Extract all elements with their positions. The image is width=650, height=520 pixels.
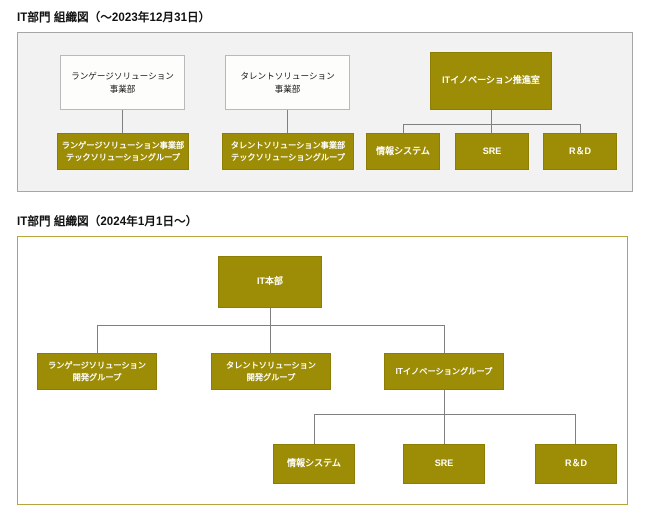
connector-to-sre-old bbox=[491, 124, 492, 134]
node-it-innovation-group[interactable]: ITイノベーショングループ bbox=[384, 353, 504, 390]
connector-innovation-group-drop bbox=[444, 390, 445, 414]
connector-to-info-system-new bbox=[314, 414, 315, 444]
node-language-solution-division[interactable]: ランゲージソリューション 事業部 bbox=[60, 55, 185, 110]
node-info-system-new[interactable]: 情報システム bbox=[273, 444, 355, 484]
node-talent-solution-division[interactable]: タレントソリューション 事業部 bbox=[225, 55, 350, 110]
node-it-innovation-office[interactable]: ITイノベーション推進室 bbox=[430, 52, 552, 110]
connector-to-rd-old bbox=[580, 124, 581, 134]
connector-innovation-office-bus bbox=[403, 124, 581, 125]
node-rd-new[interactable]: R＆D bbox=[535, 444, 617, 484]
connector-headquarters-drop bbox=[270, 308, 271, 325]
node-talent-dev-group[interactable]: タレントソリューション 開発グループ bbox=[211, 353, 331, 390]
node-talent-tech-solution-group[interactable]: タレントソリューション事業部 テックソリューショングループ bbox=[222, 133, 354, 170]
connector-to-rd-new bbox=[575, 414, 576, 444]
connector-headquarters-bus bbox=[97, 325, 445, 326]
connector-talent-div-to-tech-group bbox=[287, 110, 288, 134]
connector-language-div-to-tech-group bbox=[122, 110, 123, 134]
node-language-dev-group[interactable]: ランゲージソリューション 開発グループ bbox=[37, 353, 157, 390]
connector-to-info-system-old bbox=[403, 124, 404, 134]
page-title-old-org: IT部門 組織図（〜2023年12月31日） bbox=[17, 12, 211, 24]
node-rd-old[interactable]: R＆D bbox=[543, 133, 617, 170]
node-sre-new[interactable]: SRE bbox=[403, 444, 485, 484]
connector-to-language-dev-group bbox=[97, 325, 98, 353]
connector-to-sre-new bbox=[444, 414, 445, 444]
node-language-tech-solution-group[interactable]: ランゲージソリューション事業部 テックソリューショングループ bbox=[57, 133, 189, 170]
connector-to-talent-dev-group bbox=[270, 325, 271, 353]
page-title-new-org: IT部門 組織図（2024年1月1日〜） bbox=[17, 216, 198, 228]
connector-to-it-innovation-group bbox=[444, 325, 445, 353]
connector-innovation-office-drop bbox=[491, 110, 492, 124]
node-sre-old[interactable]: SRE bbox=[455, 133, 529, 170]
node-it-headquarters[interactable]: IT本部 bbox=[218, 256, 322, 308]
node-info-system-old[interactable]: 情報システム bbox=[366, 133, 440, 170]
